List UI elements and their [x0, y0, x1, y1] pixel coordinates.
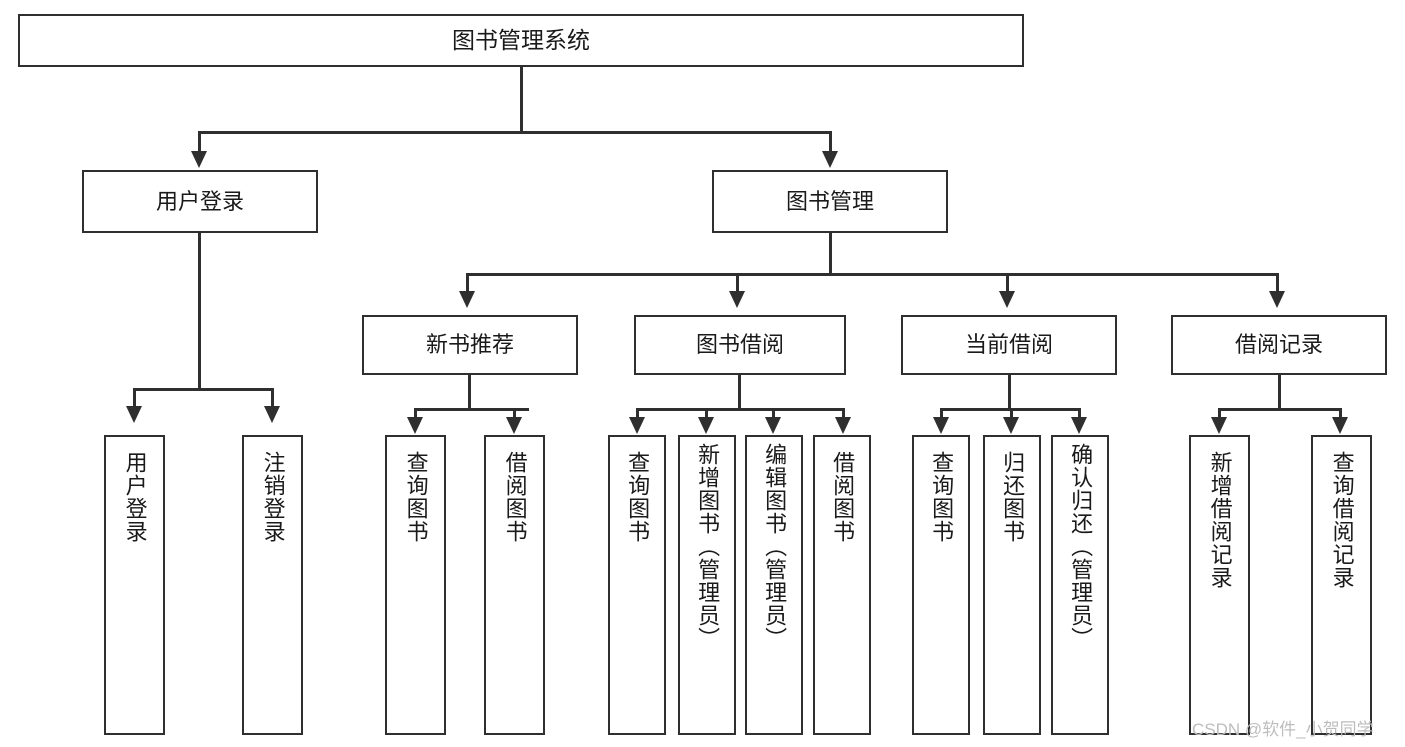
connector-user-login-drop-1: [133, 388, 136, 408]
connector-root-drop-2: [829, 131, 832, 153]
node-book-borrow[interactable]: 图书借阅: [634, 315, 846, 375]
connector-new-book-drop-1: [414, 408, 417, 420]
leaf-query-book-borrow[interactable]: 查询图书: [608, 435, 666, 735]
node-label: 查询图书: [625, 451, 651, 543]
arrow-head-to-leaf-query-record: [1332, 417, 1348, 434]
connector-cb-drop-3: [1078, 408, 1081, 420]
leaf-add-borrow-record[interactable]: 新增借阅记录: [1189, 435, 1250, 735]
leaf-edit-book-admin[interactable]: 编辑图书（管理员）: [745, 435, 803, 735]
node-label: 图书管理系统: [452, 27, 590, 54]
leaf-query-borrow-record[interactable]: 查询借阅记录: [1311, 435, 1372, 735]
arrow-head-to-leaf-query-book-3: [933, 417, 949, 434]
connector-user-login-bus: [133, 388, 273, 391]
node-label: 查询借阅记录: [1329, 451, 1355, 589]
connector-cb-drop-2: [1010, 408, 1013, 420]
node-label: 借阅图书: [502, 451, 528, 543]
connector-bm-drop-3: [1006, 273, 1009, 293]
arrow-head-to-leaf-add-record: [1211, 417, 1227, 434]
node-current-borrow[interactable]: 当前借阅: [901, 315, 1117, 375]
node-label: 注销登录: [260, 451, 286, 543]
arrow-head-root-to-user-login: [191, 151, 207, 168]
node-label: 新增借阅记录: [1207, 451, 1233, 589]
node-label: 图书借阅: [695, 332, 784, 358]
leaf-user-login[interactable]: 用户登录: [104, 435, 165, 735]
connector-bm-drop-4: [1276, 273, 1279, 293]
arrow-head-to-leaf-edit-book: [765, 417, 781, 434]
node-label: 图书管理: [785, 188, 874, 214]
node-borrow-record[interactable]: 借阅记录: [1171, 315, 1387, 375]
connector-borrow-record-stem: [1278, 375, 1281, 408]
node-label: 新增图书（管理员）: [695, 443, 721, 650]
leaf-confirm-return-admin[interactable]: 确认归还（管理员）: [1051, 435, 1109, 735]
node-label: 查询图书: [403, 451, 429, 543]
arrow-head-to-borrow-record: [1269, 291, 1285, 308]
arrow-head-to-new-book-recommend: [459, 291, 475, 308]
connector-bb-drop-4: [842, 408, 845, 420]
arrow-head-to-leaf-return-book: [1003, 417, 1019, 434]
connector-root-bus: [198, 131, 832, 134]
connector-bb-drop-2: [705, 408, 708, 420]
node-label: 查询图书: [929, 451, 955, 543]
connector-cb-drop-1: [940, 408, 943, 420]
arrow-head-to-current-borrow: [999, 291, 1015, 308]
arrow-head-to-leaf-borrow-book-1: [506, 417, 522, 434]
connector-root-stem: [520, 67, 523, 131]
leaf-query-book-current[interactable]: 查询图书: [912, 435, 970, 735]
leaf-return-book[interactable]: 归还图书: [983, 435, 1041, 735]
leaf-borrow-book[interactable]: 借阅图书: [813, 435, 871, 735]
connector-new-book-stem: [468, 375, 471, 408]
arrow-head-to-leaf-add-book: [698, 417, 714, 434]
arrow-head-to-leaf-user-login: [126, 406, 142, 423]
node-new-book-recommend[interactable]: 新书推荐: [362, 315, 578, 375]
arrow-head-to-book-borrow: [729, 291, 745, 308]
node-label: 归还图书: [1000, 451, 1026, 543]
arrow-head-to-leaf-logout: [264, 406, 280, 423]
connector-borrow-record-bus: [1218, 408, 1342, 411]
leaf-query-book-recommend[interactable]: 查询图书: [385, 435, 446, 735]
node-label: 当前借阅: [964, 332, 1053, 358]
connector-bm-drop-1: [466, 273, 469, 293]
connector-bb-drop-3: [772, 408, 775, 420]
node-label: 借阅图书: [830, 451, 856, 543]
leaf-add-book-admin[interactable]: 新增图书（管理员）: [678, 435, 736, 735]
connector-bm-drop-2: [736, 273, 739, 293]
connector-new-book-drop-2: [513, 408, 516, 420]
arrow-head-to-leaf-query-book-1: [407, 417, 423, 434]
arrow-head-to-leaf-confirm-return: [1071, 417, 1087, 434]
arrow-head-to-leaf-query-book-2: [629, 417, 645, 434]
connector-user-login-drop-2: [271, 388, 274, 408]
connector-book-borrow-bus: [636, 408, 845, 411]
node-label: 新书推荐: [425, 332, 514, 358]
node-label: 编辑图书（管理员）: [762, 443, 788, 650]
connector-user-login-stem: [198, 233, 201, 388]
connector-book-management-bus: [466, 273, 1278, 276]
leaf-logout[interactable]: 注销登录: [242, 435, 303, 735]
node-user-login[interactable]: 用户登录: [82, 170, 318, 233]
connector-book-borrow-stem: [738, 375, 741, 408]
node-label: 借阅记录: [1234, 332, 1323, 358]
node-label: 用户登录: [155, 188, 244, 214]
connector-book-management-stem: [829, 233, 832, 273]
node-label: 确认归还（管理员）: [1068, 443, 1094, 650]
connector-root-drop-1: [198, 131, 201, 153]
connector-br-drop-2: [1339, 408, 1342, 420]
node-label: 用户登录: [122, 451, 148, 543]
connector-new-book-bus: [414, 408, 529, 411]
connector-bb-drop-1: [636, 408, 639, 420]
connector-br-drop-1: [1218, 408, 1221, 420]
arrow-head-to-leaf-borrow-book-2: [835, 417, 851, 434]
node-book-management[interactable]: 图书管理: [712, 170, 948, 233]
connector-current-borrow-stem: [1008, 375, 1011, 408]
node-root-book-management-system[interactable]: 图书管理系统: [18, 14, 1024, 67]
arrow-head-root-to-book-management: [822, 151, 838, 168]
leaf-borrow-book-recommend[interactable]: 借阅图书: [484, 435, 545, 735]
